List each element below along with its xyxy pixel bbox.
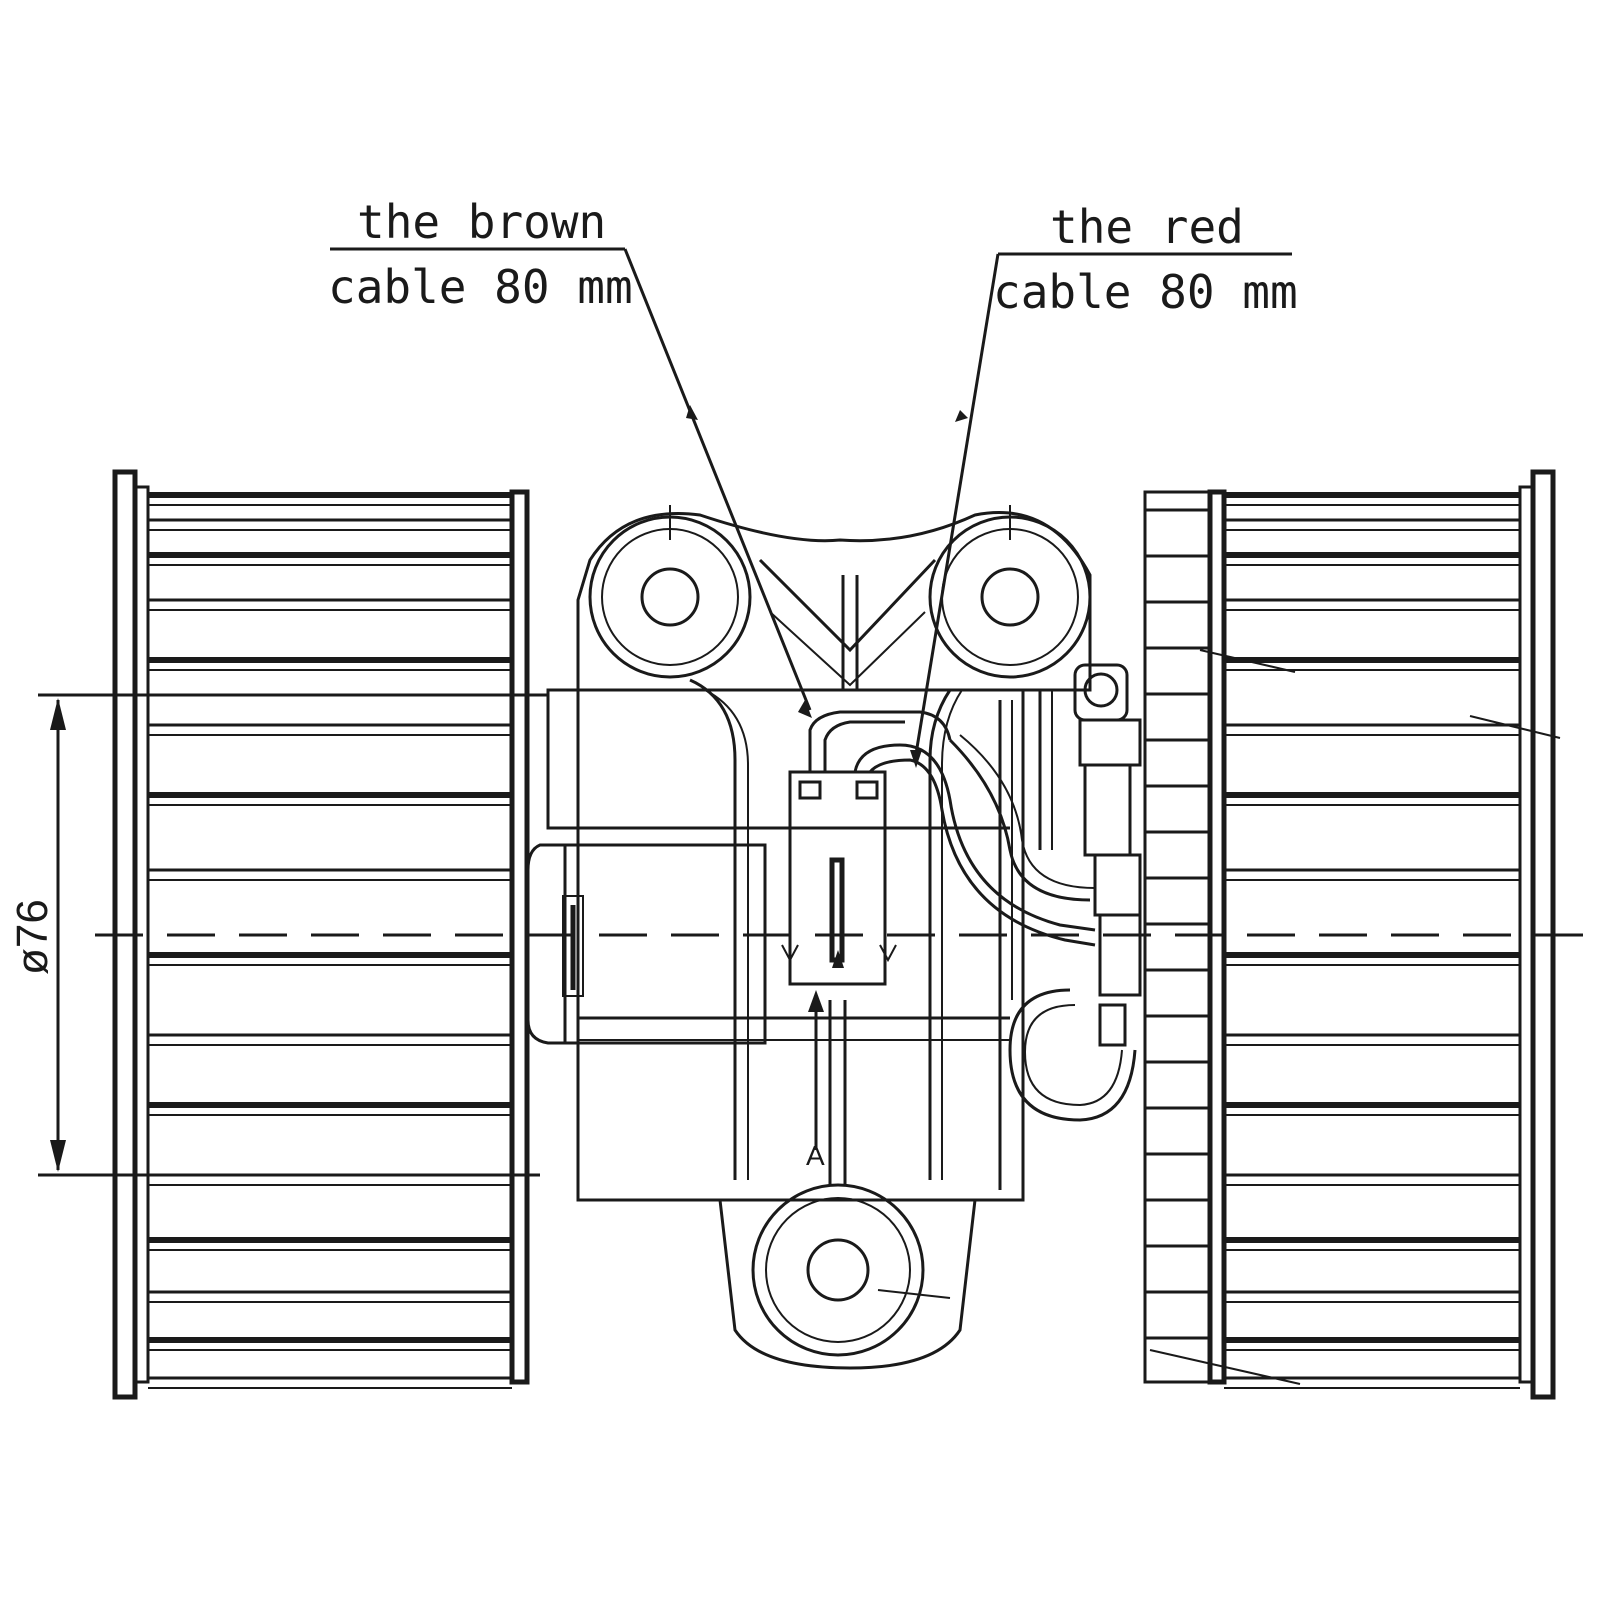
red-cable-label-line1: the red [1050, 200, 1244, 254]
connector-latch [798, 780, 822, 800]
left-fan-wheel [112, 469, 530, 1400]
brown-cable-label-line2: cable 80 mm [328, 260, 633, 314]
wire-loop [1008, 988, 1137, 1122]
terminal-block [1093, 853, 1142, 917]
connector-tab [879, 944, 897, 963]
flange-lobe-bottom-outer [751, 1183, 925, 1357]
flange-lobe-right-outer [928, 515, 1092, 679]
flange-rib [769, 611, 926, 687]
right-fan-hub-rim [1207, 489, 1227, 1385]
brown-leader-tick [686, 405, 698, 420]
wire [823, 720, 905, 772]
terminal-block [1098, 913, 1142, 997]
left-fan-hub-rim [509, 489, 530, 1385]
terminal [1098, 1003, 1127, 1047]
wire [948, 738, 1091, 902]
mount-hole-left [640, 567, 700, 627]
motor-body [576, 688, 1025, 1202]
mount-hole-right [980, 567, 1040, 627]
brown-leader-arrow [798, 700, 812, 718]
connector-body [788, 770, 887, 986]
right-fan-wheel [1143, 469, 1561, 1400]
cable-harness [808, 663, 1142, 1190]
connector-latch [855, 780, 879, 800]
flange-arm-right [928, 689, 952, 1180]
wire [808, 710, 952, 772]
flange-lobe-bottom-inner [765, 1197, 911, 1343]
resistor-body [1078, 718, 1142, 767]
flange-lobe-right-inner [941, 528, 1079, 666]
view-arrow-head [808, 990, 824, 1012]
view-arrow-a: A [806, 950, 844, 1171]
mount-hole-bottom [806, 1238, 870, 1302]
connector-slot [829, 857, 845, 963]
leader-line-bottom [877, 1289, 951, 1299]
left-fan-blades [148, 492, 512, 1389]
dimension-arrow-bottom [50, 1140, 66, 1172]
red-leader-arrow [910, 750, 922, 768]
red-leader-line [913, 253, 1000, 761]
motor-housing [526, 688, 1025, 1202]
red-leader-tick [955, 410, 968, 422]
flange-lobe-left-outer [588, 515, 752, 679]
wire [853, 743, 1096, 932]
red-cable-label-line2: cable 80 mm [993, 265, 1298, 319]
flange-rib [758, 558, 937, 653]
flange-arm-left [689, 678, 737, 1180]
dimension-arrow-top [50, 698, 66, 730]
shaft-end-cap [526, 843, 567, 1045]
flange-lobe-left-inner [601, 528, 739, 666]
motor-collar [546, 688, 580, 830]
wire [959, 734, 1096, 889]
leader-line-right-2 [1469, 715, 1561, 739]
leader-line-right-1 [1199, 649, 1296, 673]
shaft-bearing [563, 843, 767, 1045]
right-fan-cooling-fins [1143, 490, 1212, 1384]
wire [868, 758, 1096, 947]
resistor-body [1083, 763, 1132, 857]
wire-loop [1023, 1004, 1123, 1107]
right-fan-fin-lines [1145, 508, 1210, 1340]
flange-arm-left-inner [704, 689, 749, 1180]
flange-bottom-outline [718, 1199, 977, 1370]
diameter-label: ø76 [8, 899, 57, 975]
leader-line-right-3 [1149, 1349, 1301, 1385]
connector-tab [781, 944, 799, 963]
brown-cable-label-line1: the brown [357, 195, 606, 249]
shaft-clip [562, 895, 584, 997]
mounting-flange [576, 505, 1092, 1370]
callout-leaders [330, 247, 1292, 1299]
view-marker-label: A [806, 1140, 825, 1171]
right-fan-inner-rim [1518, 485, 1535, 1384]
electrical-connector [781, 770, 897, 986]
diameter-dimension: ø76 [8, 693, 548, 1177]
right-fan-blades [1224, 492, 1520, 1389]
resistor-ring [1083, 672, 1119, 708]
brown-leader-line [623, 248, 812, 711]
connector-arrow-head [832, 950, 844, 968]
